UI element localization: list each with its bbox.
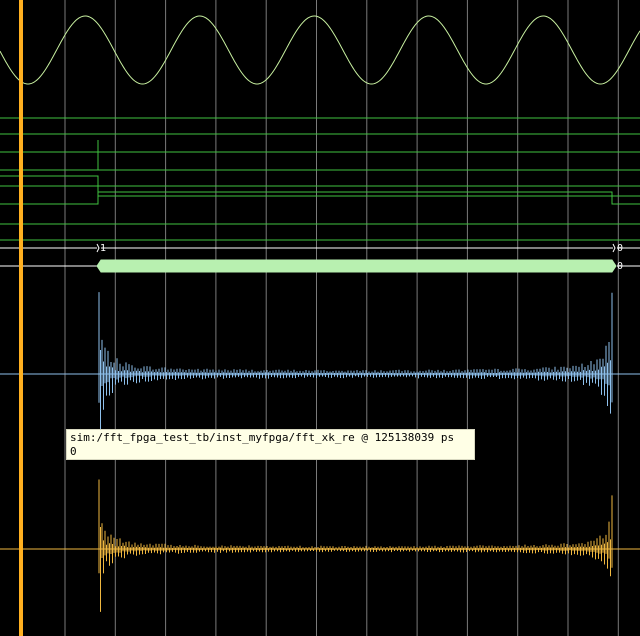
fft-xk-re-waveform[interactable] — [0, 292, 640, 443]
fft-re-trace — [98, 292, 613, 443]
fft-xk-im-waveform[interactable] — [0, 479, 640, 612]
bus2-value-right: 0 — [617, 261, 624, 272]
digital-signal-traces[interactable] — [0, 117, 640, 241]
bus1-value-right: 0 — [617, 243, 624, 254]
digital-trace — [0, 191, 640, 205]
tooltip-signal-value: 0 — [70, 445, 77, 458]
tooltip-signal-path: sim:/fft_fpga_test_tb/inst_myfpga/fft_xk… — [70, 431, 455, 444]
digital-trace — [0, 185, 640, 197]
bus1-value-left: 1 — [100, 243, 107, 254]
sine-trace — [0, 15, 640, 85]
fft-im-trace — [98, 479, 613, 612]
digital-trace — [0, 175, 640, 187]
sine-input-waveform[interactable] — [0, 15, 640, 85]
time-cursor[interactable] — [19, 0, 23, 636]
signal-value-tooltip: sim:/fft_fpga_test_tb/inst_myfpga/fft_xk… — [66, 429, 475, 460]
time-grid — [64, 0, 619, 636]
bus-changing-region — [96, 259, 617, 273]
bus-transition — [96, 243, 616, 253]
bus-signal-traces[interactable] — [0, 243, 640, 273]
